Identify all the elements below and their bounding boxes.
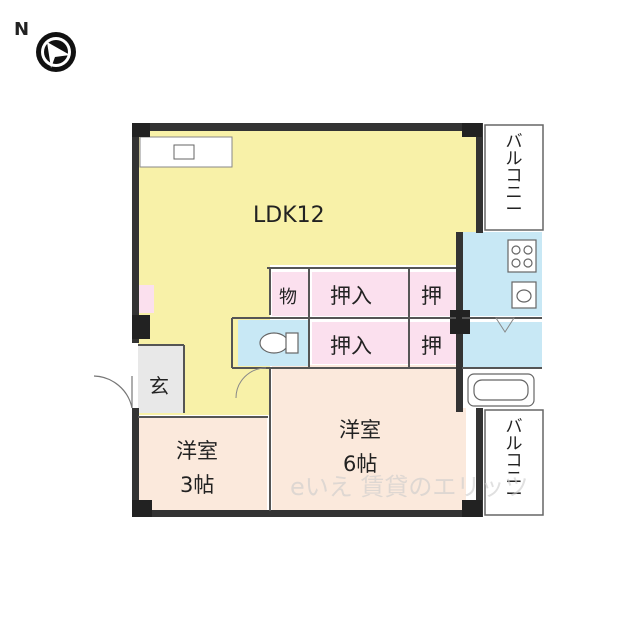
western-room-large — [272, 365, 466, 511]
closet-bottom-label: 押入 — [330, 334, 372, 358]
western-large-label-1: 洋室 — [339, 418, 381, 442]
storage-label: 物 — [279, 287, 297, 308]
balcony-bottom-label: バルコニー — [506, 417, 523, 505]
closet-top — [312, 272, 408, 316]
entrance-area — [138, 345, 184, 413]
washroom-area — [462, 322, 542, 368]
watermark: eいえ 賃貸のエリッツ — [290, 473, 528, 501]
closet-top-label: 押入 — [330, 284, 372, 308]
toilet-icon — [259, 332, 299, 354]
oshi-top-label: 押 — [421, 284, 442, 308]
oshi-bottom — [410, 322, 456, 364]
washbasin-icon — [511, 281, 537, 309]
balcony-bottom — [484, 409, 544, 516]
oshi-top — [410, 272, 456, 316]
entrance-label: 玄 — [149, 374, 169, 398]
western-room-small — [138, 418, 267, 511]
stove-icon — [507, 239, 537, 273]
oshi-bottom-label: 押 — [421, 334, 442, 358]
storage-closet — [272, 272, 308, 316]
interior-door-arcs — [235, 317, 515, 399]
balcony-top — [484, 124, 544, 231]
western-small-label-2: 3帖 — [180, 473, 214, 497]
compass-icon — [36, 32, 76, 72]
balcony-top-label: バルコニー — [506, 132, 523, 220]
wall-corners — [132, 123, 482, 517]
western-small-label-1: 洋室 — [176, 439, 218, 463]
bathtub-icon — [467, 373, 535, 407]
western-large-label-2: 6帖 — [343, 452, 377, 476]
interior-walls — [138, 267, 542, 511]
closet-bottom — [312, 322, 408, 364]
kitchen-sink-icon — [173, 144, 195, 160]
entrance-door — [93, 375, 133, 409]
kitchen-counter — [139, 136, 233, 168]
compass-north-label: N — [14, 19, 29, 40]
pink-strip — [138, 285, 154, 313]
ldk-label: LDK12 — [253, 203, 325, 228]
